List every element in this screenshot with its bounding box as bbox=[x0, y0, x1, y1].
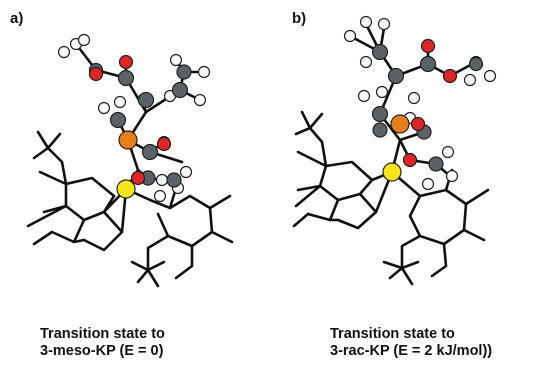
caption-a: Transition state to 3-meso-KP (E = 0) bbox=[40, 326, 165, 360]
caption-b-line2: 3-rac-KP (E = 2 kJ/mol)) bbox=[330, 343, 493, 359]
caption-a-line1: Transition state to bbox=[40, 326, 165, 342]
panel-label-a: a) bbox=[10, 10, 24, 27]
caption-b: Transition state to 3-rac-KP (E = 2 kJ/m… bbox=[330, 326, 492, 360]
structure-b bbox=[292, 22, 490, 286]
atoms-b bbox=[343, 15, 497, 191]
caption-a-line2: 3-meso-KP (E = 0) bbox=[40, 343, 164, 359]
panel-label-b: b) bbox=[292, 10, 307, 27]
caption-b-line1: Transition state to bbox=[330, 326, 455, 342]
atoms-a bbox=[57, 33, 211, 203]
